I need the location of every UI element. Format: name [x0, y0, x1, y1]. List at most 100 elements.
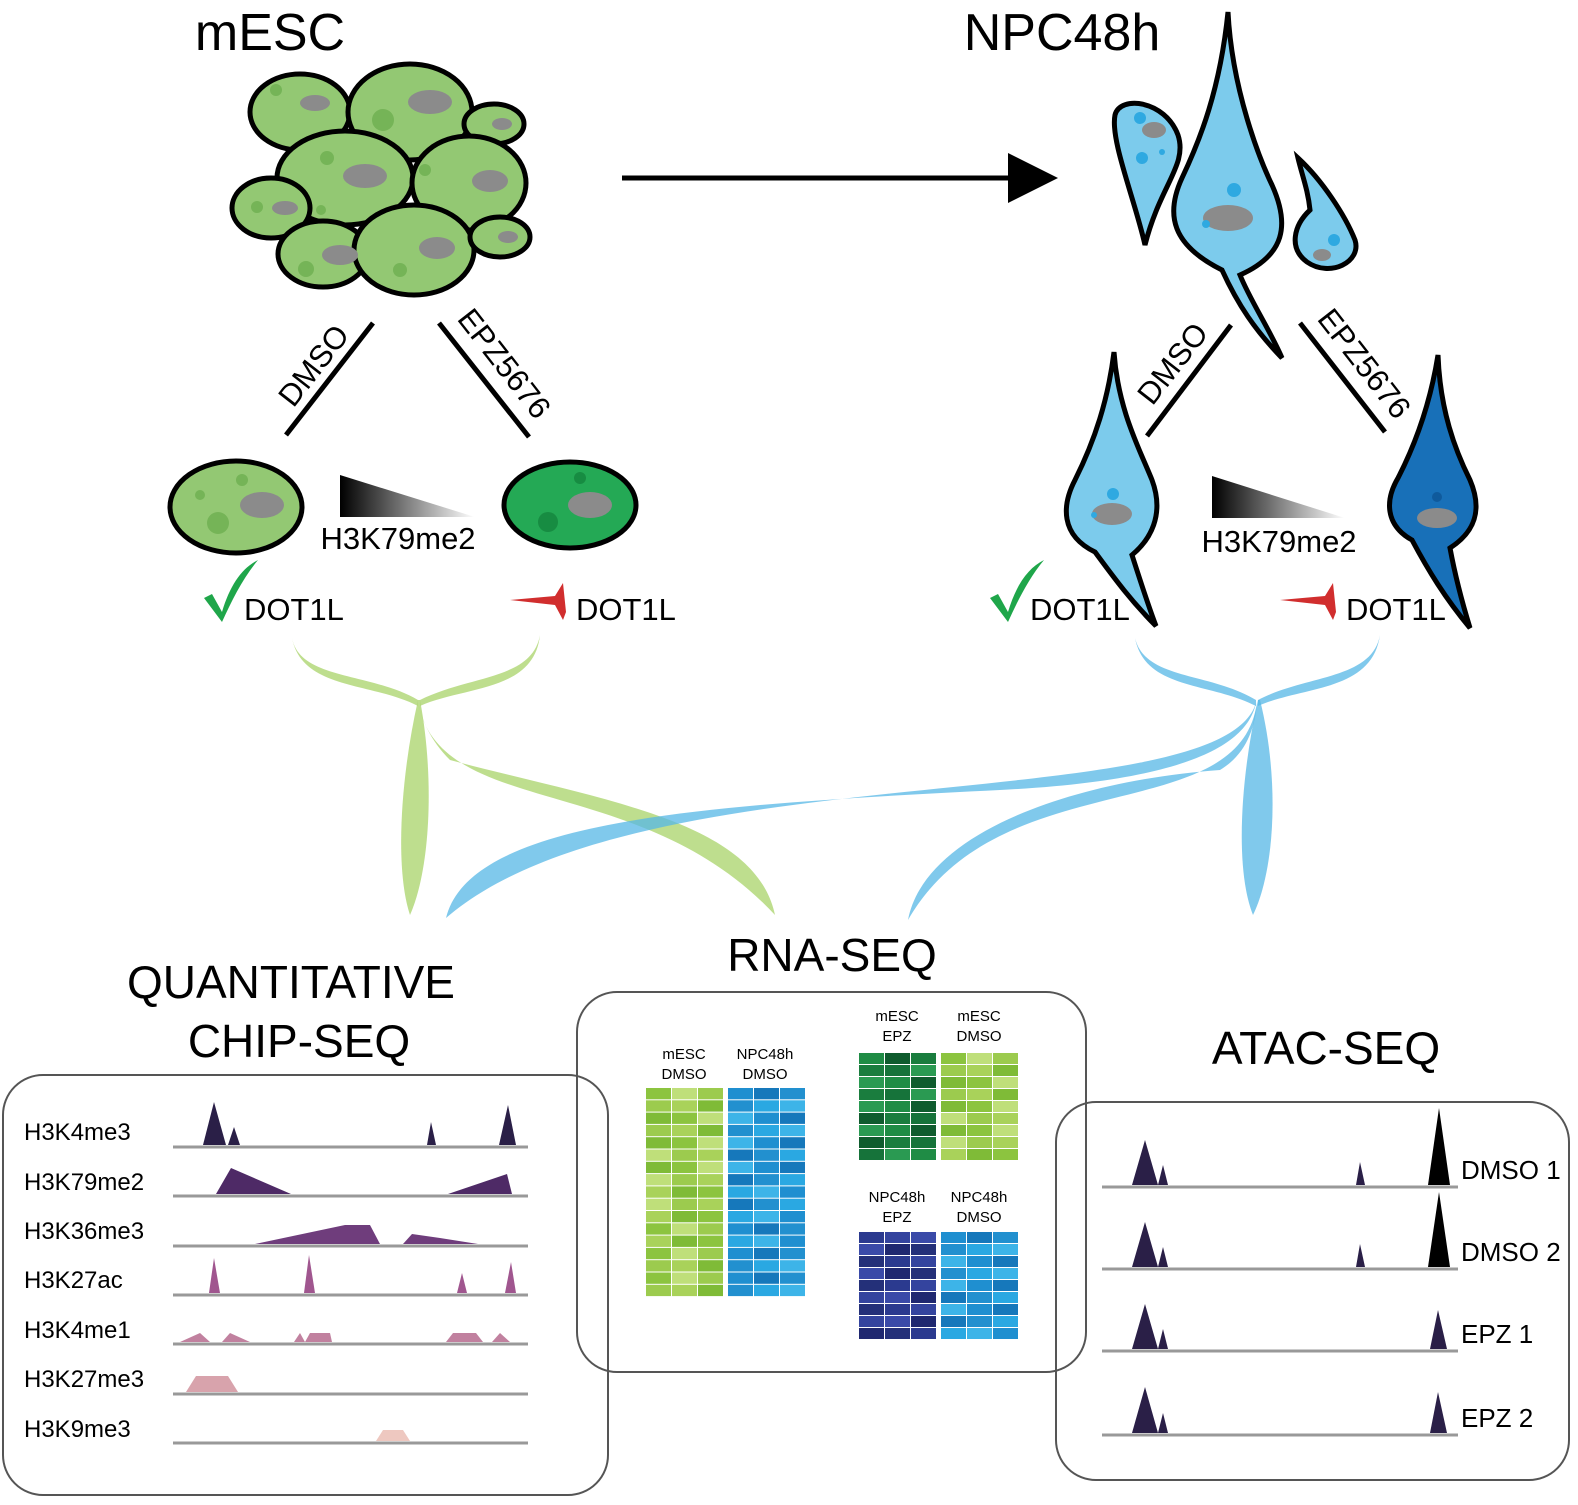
heatmap-cell	[941, 1125, 966, 1136]
heatmap-cell	[859, 1053, 884, 1064]
heatmap-cell	[646, 1161, 671, 1174]
heatmap-cell	[941, 1089, 966, 1100]
heatmap-cell	[672, 1235, 697, 1247]
npc-epz-dot1l-label: DOT1L	[1346, 592, 1446, 627]
heatmap-cell	[885, 1280, 910, 1291]
heatmap-cell	[728, 1161, 753, 1174]
heatmap-cell	[885, 1328, 910, 1339]
atac-track-label: DMSO 1	[1461, 1155, 1561, 1185]
heatmap-cell	[911, 1089, 936, 1100]
heatmap-cell	[911, 1125, 936, 1136]
mesc-epz-branch-line	[437, 321, 531, 439]
heatmap-cell	[885, 1256, 910, 1267]
heatmap-cell	[911, 1292, 936, 1303]
chip-track-h3k9me3: H3K9me3	[24, 1416, 528, 1445]
chip-track-label: H3K27ac	[24, 1267, 123, 1294]
heatmap-cell	[911, 1149, 936, 1160]
heatmap-cell	[967, 1328, 992, 1339]
heatmap-cell	[646, 1284, 671, 1297]
heatmap-cell	[780, 1174, 805, 1186]
heatmap-cell	[754, 1088, 779, 1100]
svg-text:mESC: mESC	[875, 1008, 919, 1025]
heatmap-cell	[780, 1247, 805, 1260]
heatmap-cell	[646, 1100, 671, 1112]
heatmap-cell	[728, 1100, 753, 1112]
npc-h3k79me2-label: H3K79me2	[1201, 524, 1356, 559]
svg-text:DMSO: DMSO	[743, 1066, 788, 1083]
heatmap-cell	[911, 1232, 936, 1243]
heatmap-cell	[698, 1223, 723, 1235]
heatmap-cell	[672, 1149, 697, 1161]
heatmap-cell	[941, 1280, 966, 1291]
heatmap-cell	[859, 1328, 884, 1339]
heatmap-cell	[911, 1244, 936, 1255]
svg-text:EPZ: EPZ	[882, 1028, 911, 1045]
heatmap-cell	[993, 1268, 1018, 1279]
heatmap-cell	[754, 1284, 779, 1297]
chip-section-title-line1: QUANTITATIVE	[127, 956, 455, 1008]
heatmap-cell	[698, 1247, 723, 1260]
mesc-nuclei	[272, 90, 518, 265]
atac-track-label: EPZ 2	[1461, 1403, 1533, 1433]
heatmap-cell	[911, 1268, 936, 1279]
atac-section-title: ATAC-SEQ	[1212, 1022, 1440, 1074]
heatmap-cell	[646, 1272, 671, 1284]
heatmap-cell	[911, 1316, 936, 1327]
heatmap-cell	[728, 1137, 753, 1149]
heatmap-cell	[941, 1304, 966, 1315]
rna-heatmap-mesc-dmso: mESC DMSO	[646, 1046, 723, 1297]
heatmap-cell	[941, 1292, 966, 1303]
mesc-title: mESC	[195, 4, 345, 62]
heatmap-cell	[859, 1304, 884, 1315]
heatmap-cell	[885, 1304, 910, 1315]
heatmap-cell	[911, 1280, 936, 1291]
heatmap-cell	[941, 1149, 966, 1160]
heatmap-cell	[754, 1235, 779, 1247]
heatmap-cell	[754, 1112, 779, 1124]
atac-track-dmso2: DMSO 2	[1102, 1192, 1561, 1271]
heatmap-cell	[698, 1174, 723, 1186]
heatmap-cell	[780, 1272, 805, 1284]
chip-track-h3k4me3: H3K4me3	[24, 1102, 528, 1149]
heatmap-cell	[728, 1149, 753, 1161]
heatmap-cell	[967, 1316, 992, 1327]
heatmap-cell	[941, 1137, 966, 1148]
mesc-h3k79me2-gradient-wedge	[340, 475, 475, 517]
heatmap-cell	[698, 1211, 723, 1223]
atac-track-label: DMSO 2	[1461, 1237, 1561, 1267]
rna-section-title: RNA-SEQ	[727, 929, 937, 981]
heatmap-cell	[859, 1125, 884, 1136]
heatmap-cell	[941, 1232, 966, 1243]
heatmap-cell	[698, 1161, 723, 1174]
heatmap-cell	[967, 1149, 992, 1160]
heatmap-cell	[885, 1077, 910, 1088]
heatmap-cell	[911, 1137, 936, 1148]
heatmap-cell	[967, 1113, 992, 1124]
heatmap-cell	[993, 1232, 1018, 1243]
heatmap-cell	[754, 1124, 779, 1137]
heatmap-cell	[728, 1211, 753, 1223]
heatmap-cell	[993, 1280, 1018, 1291]
heatmap-cell	[993, 1065, 1018, 1076]
heatmap-cell	[754, 1211, 779, 1223]
heatmap-cell	[780, 1112, 805, 1124]
heatmap-cell	[780, 1124, 805, 1137]
chip-track-label: H3K4me3	[24, 1119, 131, 1146]
heatmap-cell	[885, 1244, 910, 1255]
npc-dmso-check-icon	[990, 560, 1044, 622]
heatmap-cell	[941, 1113, 966, 1124]
heatmap-cell	[993, 1316, 1018, 1327]
rna-heatmap-mesc-dmso-2: mESC DMSO	[941, 1008, 1018, 1160]
heatmap-cell	[698, 1235, 723, 1247]
heatmap-cell	[859, 1232, 884, 1243]
heatmap-cell	[885, 1316, 910, 1327]
heatmap-cell	[728, 1088, 753, 1100]
heatmap-cell	[941, 1077, 966, 1088]
chip-track-label: H3K9me3	[24, 1416, 131, 1443]
mesc-dmso-branch-line	[284, 321, 375, 437]
heatmap-cell	[885, 1137, 910, 1148]
heatmap-cell	[672, 1223, 697, 1235]
chip-track-h3k27me3: H3K27me3	[24, 1366, 528, 1396]
heatmap-cell	[859, 1137, 884, 1148]
heatmap-cell	[698, 1149, 723, 1161]
